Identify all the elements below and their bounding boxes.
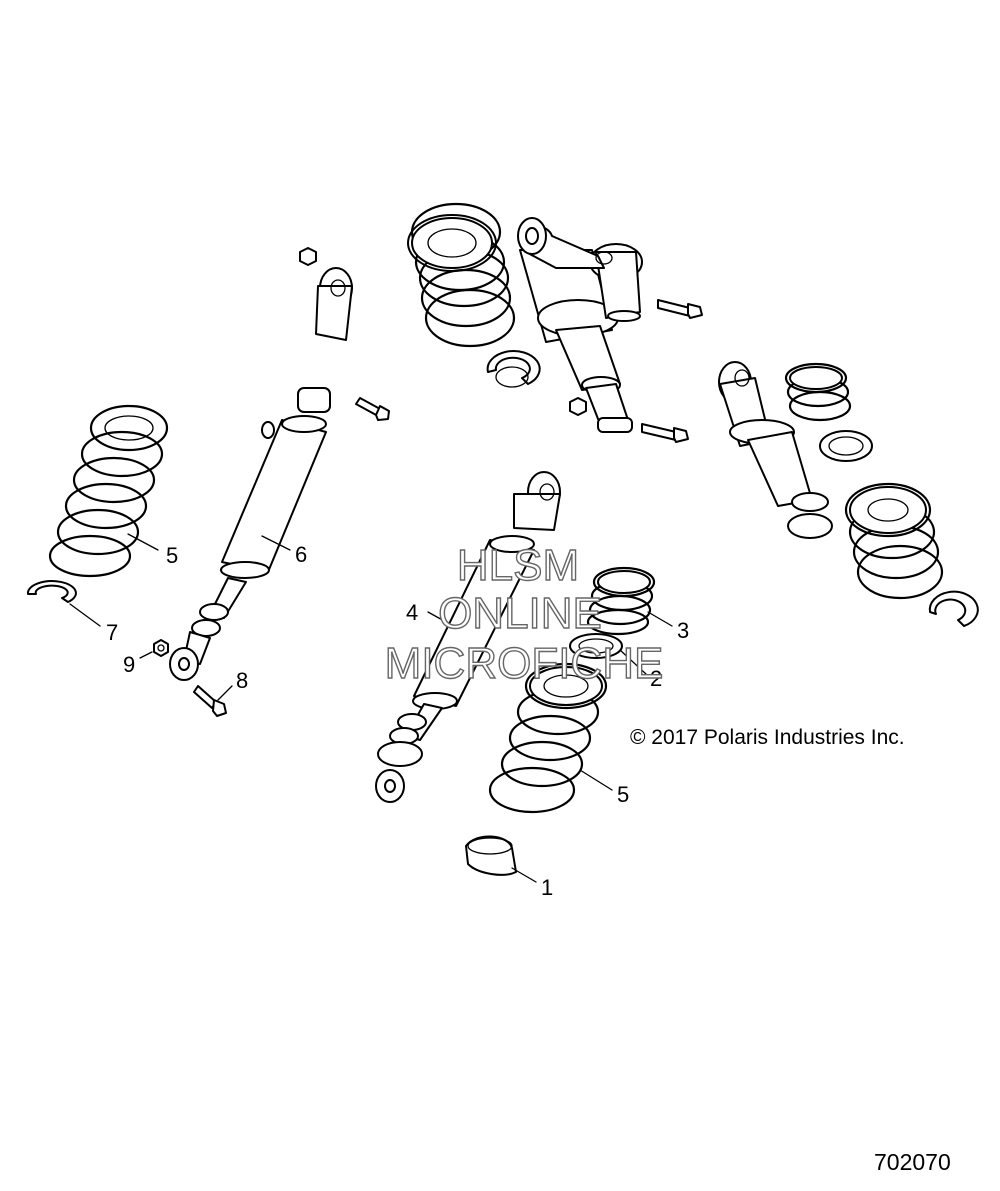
callout-3: 3 <box>677 618 689 643</box>
right-spacer-ring <box>819 430 873 462</box>
callout-5-left: 5 <box>166 543 178 568</box>
upper-bolt-bottom <box>641 423 689 443</box>
upper-assembly <box>407 202 703 443</box>
watermark-line-1: HLSM <box>457 541 579 590</box>
center-ring-2 <box>569 633 623 659</box>
center-spring-5 <box>488 662 608 814</box>
right-spring-large <box>844 482 944 600</box>
center-assembly <box>375 471 656 876</box>
right-shock <box>718 361 833 539</box>
center-shock-4 <box>375 471 561 803</box>
callouts: 1 2 3 4 5 5 6 7 8 9 <box>106 542 689 900</box>
callout-4: 4 <box>406 600 418 625</box>
right-split-ring <box>928 590 979 627</box>
callout-7: 7 <box>106 620 118 645</box>
center-cap-1 <box>465 835 517 876</box>
left-assembly <box>26 247 390 717</box>
callout-5-center: 5 <box>617 782 629 807</box>
callout-9: 9 <box>123 652 135 677</box>
watermark: HLSM ONLINE MICROFICHE <box>384 540 664 688</box>
upper-bolt-top <box>657 299 703 319</box>
upper-shock-reservoir <box>517 217 643 433</box>
watermark-line-3: MICROFICHE <box>385 639 664 688</box>
right-assembly <box>718 361 979 627</box>
callout-1: 1 <box>541 875 553 900</box>
left-shock-6 <box>169 267 353 681</box>
left-bolt-8 <box>193 685 227 717</box>
callout-2: 2 <box>650 666 662 691</box>
watermark-line-2: ONLINE <box>438 589 602 638</box>
center-spring-3 <box>586 566 656 636</box>
left-bolt-upper <box>355 397 390 421</box>
copyright-notice: © 2017 Polaris Industries Inc. <box>630 726 905 749</box>
diagram-number: 702070 <box>874 1149 951 1175</box>
upper-nut <box>569 397 587 416</box>
upper-split-ring <box>486 349 541 388</box>
callout-8: 8 <box>236 668 248 693</box>
upper-coil-spring <box>407 202 516 348</box>
left-nut-9 <box>153 639 169 657</box>
callout-6: 6 <box>295 542 307 567</box>
leader-lines <box>69 533 673 883</box>
left-spring-5 <box>48 404 169 578</box>
right-spring-small <box>784 362 852 422</box>
left-nut-top <box>299 247 317 266</box>
left-split-ring-7 <box>26 580 77 603</box>
